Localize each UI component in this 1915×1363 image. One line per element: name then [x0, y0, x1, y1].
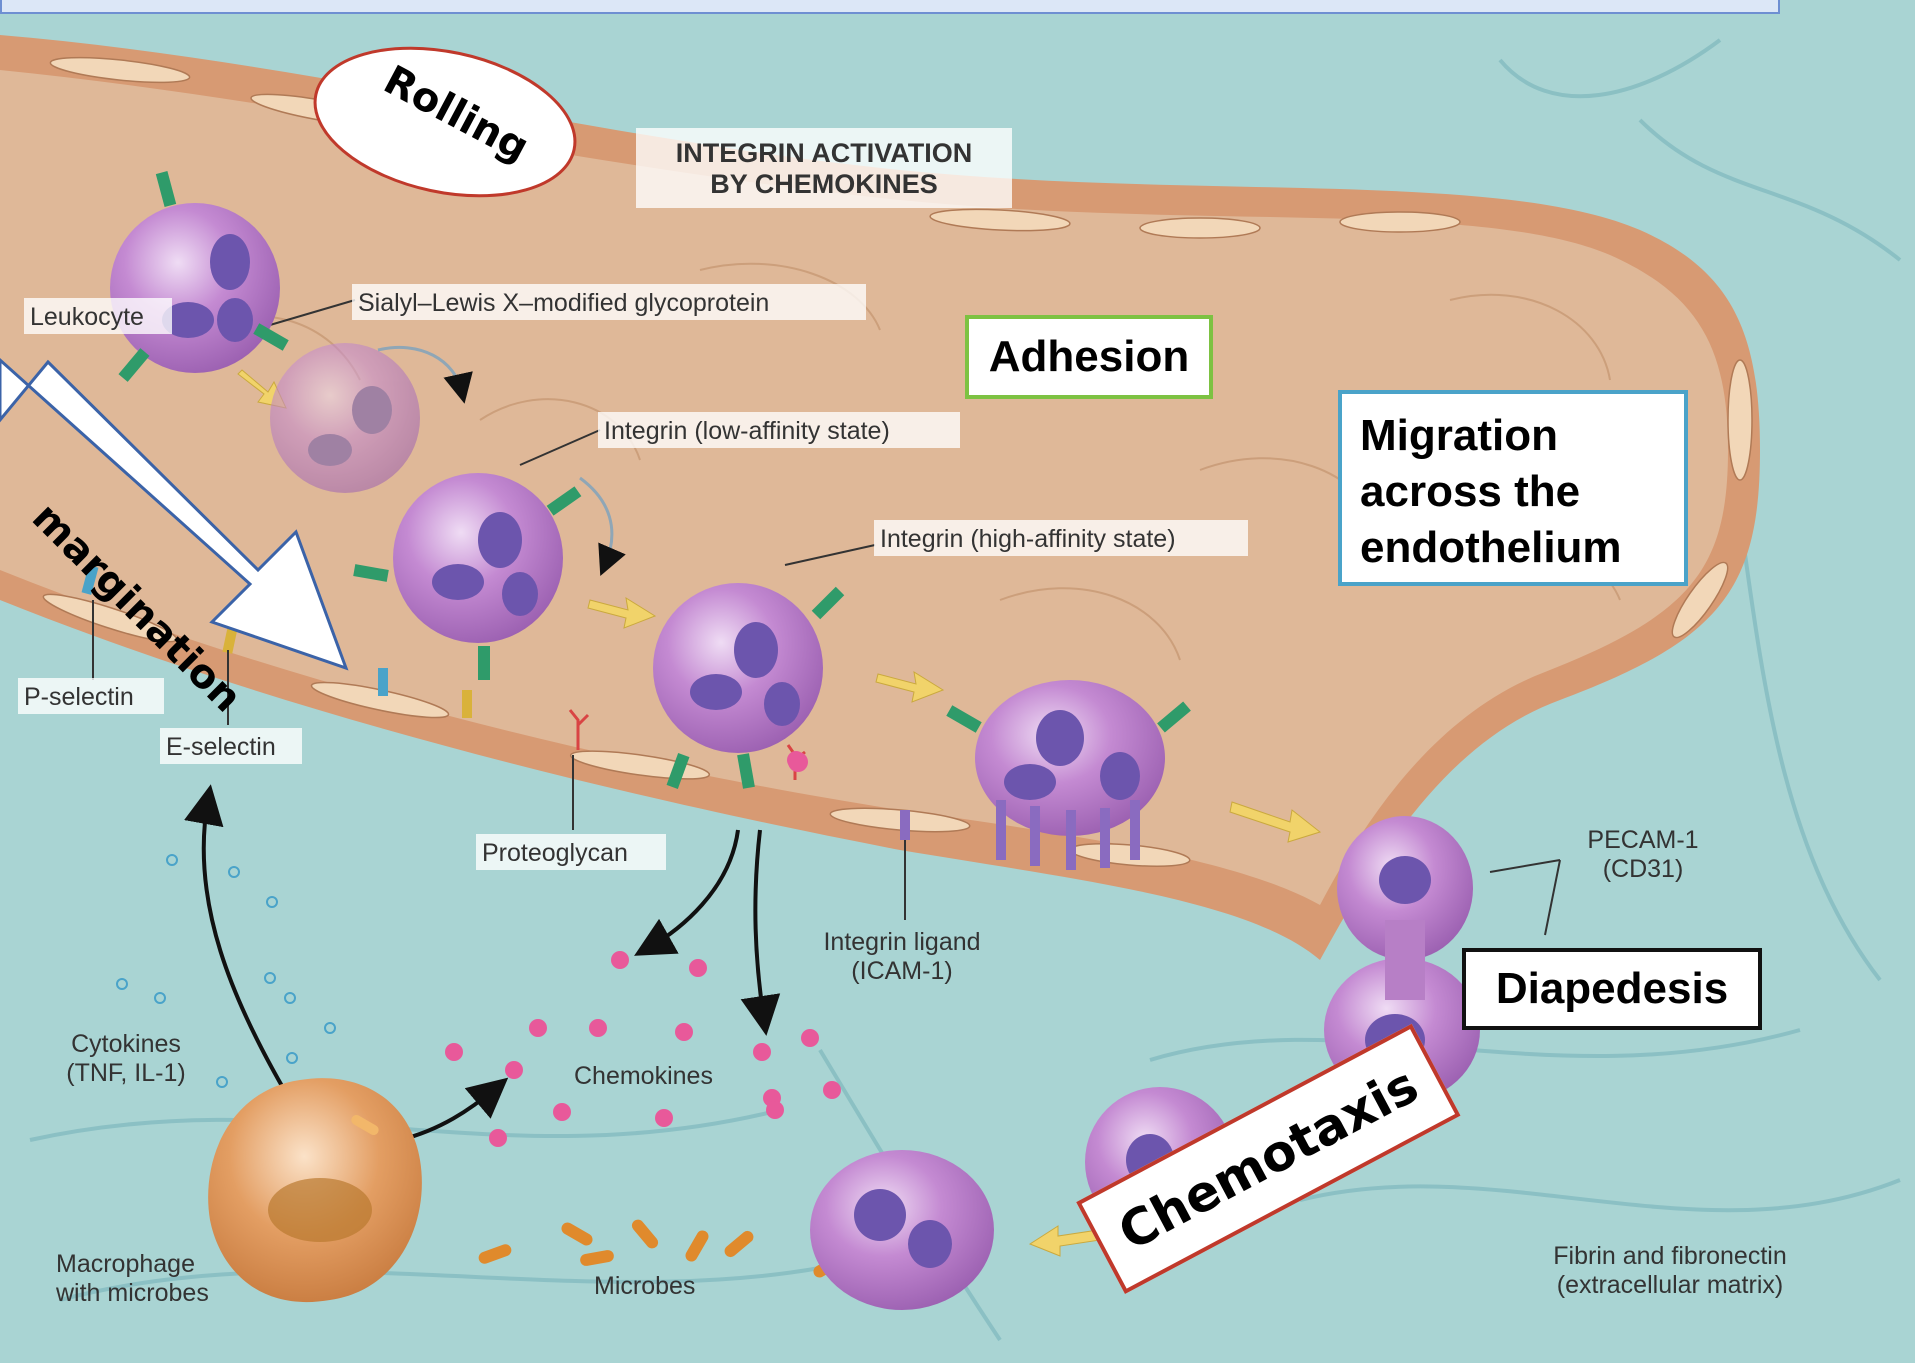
label-cytokines: Cytokines (TNF, IL-1) [36, 1030, 216, 1088]
migration-line-3: endothelium [1360, 520, 1666, 576]
stage-diapedesis: Diapedesis [1462, 948, 1762, 1030]
label-fibrin: Fibrin and fibronectin (extracellular ma… [1520, 1242, 1820, 1300]
label-integrin-low: Integrin (low-affinity state) [604, 417, 890, 446]
macrophage-line-1: Macrophage [56, 1250, 209, 1279]
integrin-ligand-line-2: (ICAM-1) [792, 957, 1012, 986]
leukocyte-2 [270, 343, 420, 493]
pecam-line-1: PECAM-1 [1568, 826, 1718, 855]
fibrin-line-2: (extracellular matrix) [1520, 1271, 1820, 1300]
leukocyte-8 [810, 1150, 994, 1310]
macrophage [208, 1078, 422, 1302]
pecam-line-2: (CD31) [1568, 855, 1718, 884]
title-bar [0, 0, 1780, 14]
integrin-ligand-line-1: Integrin ligand [792, 928, 1012, 957]
label-proteoglycan: Proteoglycan [482, 839, 628, 868]
label-e-selectin: E-selectin [166, 733, 276, 762]
label-p-selectin: P-selectin [24, 683, 134, 712]
fibrin-line-1: Fibrin and fibronectin [1520, 1242, 1820, 1271]
label-integrin-high: Integrin (high-affinity state) [880, 525, 1176, 554]
label-integrin-ligand: Integrin ligand (ICAM-1) [792, 928, 1012, 986]
heading-line-1: INTEGRIN ACTIVATION [636, 138, 1012, 169]
label-microbes: Microbes [594, 1272, 695, 1301]
migration-line-1: Migration [1360, 408, 1666, 464]
cytokines-line-1: Cytokines [36, 1030, 216, 1059]
label-sialyl-lewis: Sialyl–Lewis X–modified glycoprotein [358, 289, 769, 318]
label-leukocyte: Leukocyte [30, 303, 144, 332]
microbes [477, 1217, 847, 1280]
label-chemokines: Chemokines [574, 1062, 713, 1091]
label-macrophage: Macrophage with microbes [56, 1250, 209, 1308]
label-pecam: PECAM-1 (CD31) [1568, 826, 1718, 884]
stage-adhesion: Adhesion [965, 315, 1213, 399]
macrophage-line-2: with microbes [56, 1279, 209, 1308]
heading-line-2: BY CHEMOKINES [636, 169, 1012, 200]
integrin-activation-heading: INTEGRIN ACTIVATION BY CHEMOKINES [636, 138, 1012, 200]
stage-migration: Migration across the endothelium [1338, 390, 1688, 586]
migration-line-2: across the [1360, 464, 1666, 520]
cytokines-line-2: (TNF, IL-1) [36, 1059, 216, 1088]
